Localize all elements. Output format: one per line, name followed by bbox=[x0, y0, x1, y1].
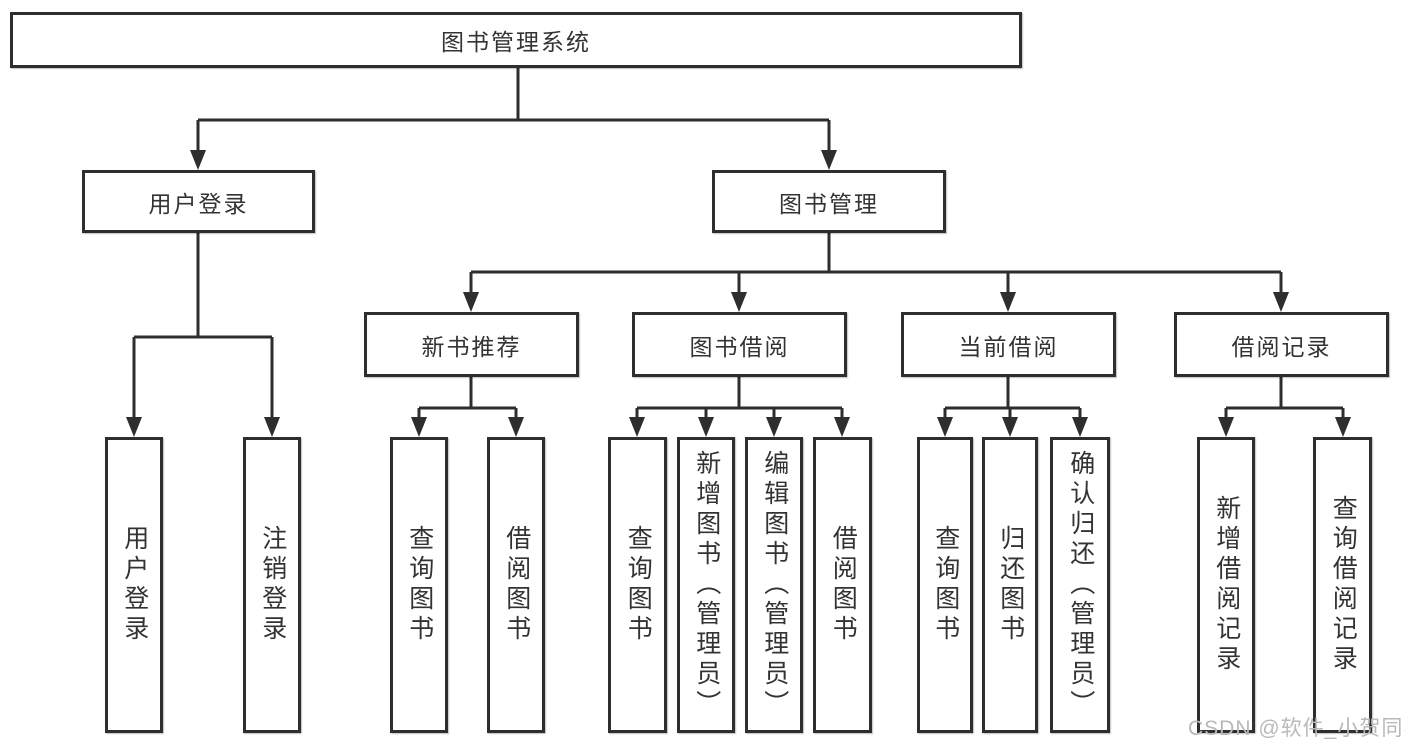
leaf-label: 查询图书 bbox=[405, 525, 434, 645]
leaf-label: 编辑图书（管理员） bbox=[760, 450, 789, 720]
leaf-label: 查询借阅记录 bbox=[1329, 495, 1358, 675]
node-query-books-recommend: 查询图书 bbox=[390, 437, 448, 733]
leaf-label: 查询图书 bbox=[931, 525, 960, 645]
connector-borrow-records-to-leaves bbox=[1218, 377, 1351, 437]
leaf-label: 查询图书 bbox=[624, 525, 653, 645]
node-user-login: 用户登录 bbox=[82, 170, 315, 233]
connector-root-to-level2 bbox=[190, 68, 837, 170]
leaf-label: 用户登录 bbox=[120, 525, 149, 645]
leaf-label: 归还图书 bbox=[996, 525, 1025, 645]
node-add-book-admin: 新增图书（管理员） bbox=[677, 437, 735, 733]
csdn-watermark: CSDN @软件_小贺同学 bbox=[1188, 717, 1405, 740]
node-book-management: 图书管理 bbox=[712, 170, 946, 233]
connector-book-borrowing-to-leaves bbox=[629, 377, 850, 437]
node-logout-leaf: 注销登录 bbox=[243, 437, 301, 733]
connector-user-login-to-leaves bbox=[126, 233, 280, 437]
node-borrow-books-leaf: 借阅图书 bbox=[813, 437, 872, 733]
leaf-label: 借阅图书 bbox=[829, 525, 858, 645]
leaf-label: 新增借阅记录 bbox=[1212, 495, 1241, 675]
node-user-login-leaf: 用户登录 bbox=[105, 437, 163, 733]
node-book-borrowing: 图书借阅 bbox=[632, 312, 847, 377]
node-add-borrow-record: 新增借阅记录 bbox=[1197, 437, 1255, 733]
node-current-borrowing: 当前借阅 bbox=[901, 312, 1116, 377]
connector-current-borrowing-to-leaves bbox=[937, 377, 1088, 437]
leaf-label: 注销登录 bbox=[258, 525, 287, 645]
node-query-borrow-record: 查询借阅记录 bbox=[1313, 437, 1372, 733]
node-query-books-current: 查询图书 bbox=[917, 437, 973, 733]
node-borrow-books-recommend: 借阅图书 bbox=[487, 437, 545, 733]
node-edit-book-admin: 编辑图书（管理员） bbox=[745, 437, 803, 733]
connector-book-management-to-level3 bbox=[463, 233, 1289, 312]
node-query-books-borrowing: 查询图书 bbox=[608, 437, 667, 733]
node-borrow-records: 借阅记录 bbox=[1174, 312, 1389, 377]
node-confirm-return-admin: 确认归还（管理员） bbox=[1050, 437, 1110, 733]
leaf-label: 新增图书（管理员） bbox=[692, 450, 721, 720]
connector-new-book-recommend-to-leaves bbox=[411, 377, 524, 437]
node-return-books: 归还图书 bbox=[982, 437, 1038, 733]
node-new-book-recommend: 新书推荐 bbox=[364, 312, 579, 377]
node-root: 图书管理系统 bbox=[10, 12, 1022, 68]
leaf-label: 借阅图书 bbox=[502, 525, 531, 645]
leaf-label: 确认归还（管理员） bbox=[1066, 450, 1095, 720]
